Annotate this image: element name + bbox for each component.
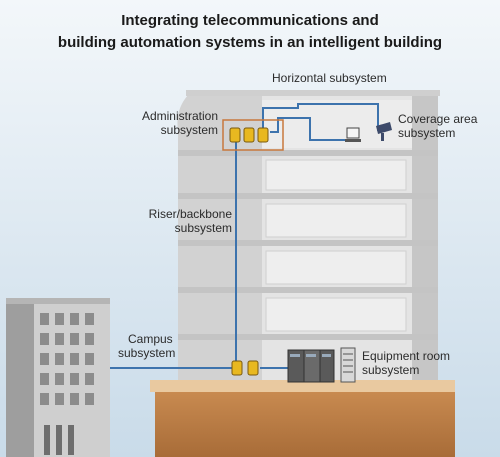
- label-riser-line1: Riser/backbone: [148, 207, 232, 221]
- label-riser-line2: subsystem: [174, 221, 232, 235]
- label-equipment-line1: Equipment room: [362, 349, 451, 363]
- label-campus-line2: subsystem: [118, 346, 176, 360]
- label-administration-line2: subsystem: [160, 123, 218, 137]
- camera-icon: [376, 122, 392, 141]
- server-rack-icon: [340, 347, 356, 383]
- label-campus-line1: Campus: [128, 332, 173, 346]
- administration-box: [222, 119, 284, 151]
- administration-connectors: [229, 127, 269, 143]
- label-administration-line1: Administration: [141, 109, 218, 123]
- campus-building: [6, 298, 110, 457]
- diagram-title-line2: building automation systems in an intell…: [57, 34, 443, 51]
- computer-icon: [345, 127, 361, 142]
- label-coverage-line1: Coverage area: [398, 112, 478, 126]
- diagram-title-line1: Integrating telecommunications and: [121, 12, 379, 29]
- campus-connectors: [231, 360, 259, 376]
- equipment-cabinets: [287, 349, 335, 383]
- horizontal-cable-workstation: [270, 117, 348, 141]
- ground-platform: [150, 380, 455, 457]
- intelligent-building: [177, 90, 440, 385]
- label-coverage-line2: subsystem: [398, 126, 456, 140]
- label-horizontal-subsystem: Horizontal subsystem: [272, 71, 387, 85]
- label-equipment-line2: subsystem: [362, 363, 420, 377]
